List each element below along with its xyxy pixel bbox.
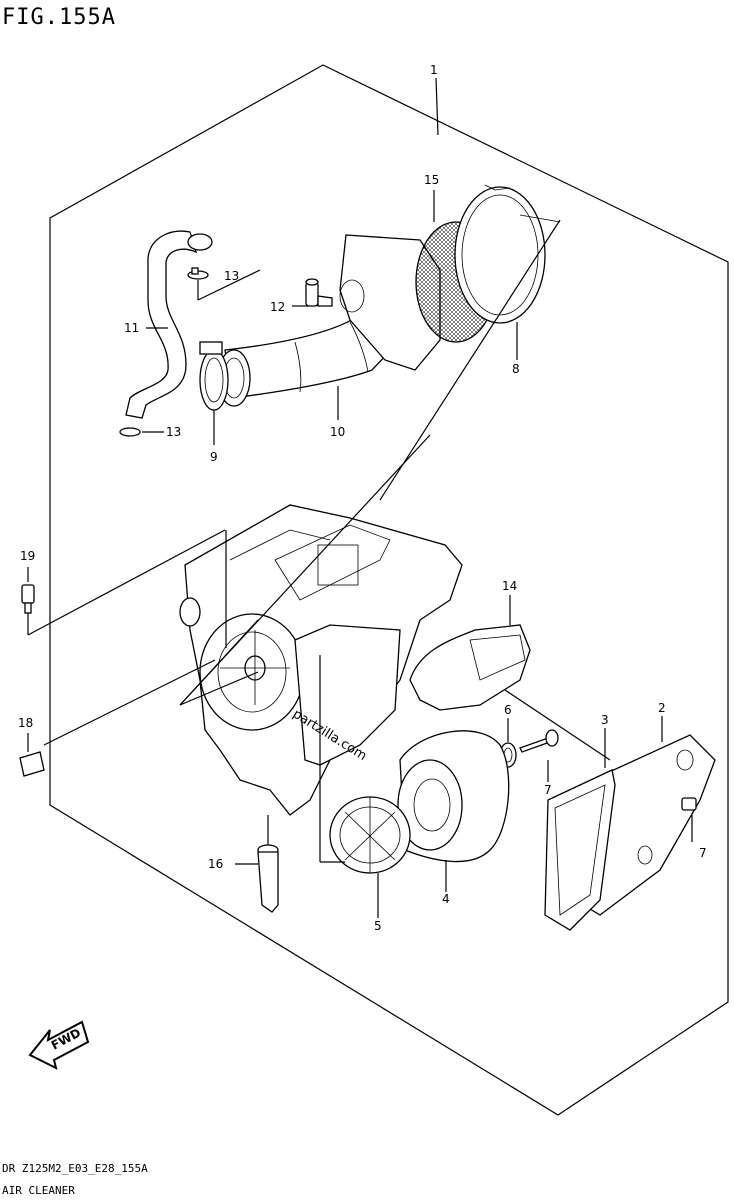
bolt-part-7-lower[interactable] (681, 797, 697, 811)
drain-part-16[interactable] (257, 844, 279, 913)
callout-5: 5 (374, 919, 382, 933)
callout-6: 6 (504, 703, 512, 717)
figure-title: FIG.155A (2, 5, 116, 30)
bolt-part-19[interactable] (21, 584, 35, 614)
callout-9: 9 (210, 450, 218, 464)
callout-16: 16 (208, 857, 223, 871)
callout-7-lower: 7 (699, 846, 707, 860)
gasket-part-3[interactable] (544, 769, 616, 931)
filter-cage-part-5[interactable] (329, 796, 411, 874)
clamp-part-13-upper[interactable] (187, 267, 209, 280)
callout-3: 3 (601, 713, 609, 727)
callout-10: 10 (330, 425, 345, 439)
callout-18: 18 (18, 716, 33, 730)
clip-part-18[interactable] (19, 751, 45, 777)
fwd-arrow-icon: FWD (28, 1020, 90, 1070)
callout-2: 2 (658, 701, 666, 715)
cage-part-8[interactable] (454, 184, 561, 324)
hose-part-11[interactable] (125, 230, 213, 419)
clamp-part-13-lower[interactable] (119, 427, 141, 437)
callout-labels: 1 2 3 4 5 6 7 7 8 9 10 11 12 13 13 14 15… (18, 63, 707, 933)
filter-element-part-4[interactable] (397, 730, 510, 863)
footer-code: DR Z125M2_E03_E28_155A (2, 1162, 148, 1175)
clamp-part-9[interactable] (199, 341, 229, 411)
air-box-part-1[interactable] (179, 504, 463, 816)
snorkel-part-14[interactable] (409, 624, 531, 711)
callout-1: 1 (430, 63, 438, 77)
callout-14: 14 (502, 579, 517, 593)
callout-13-lower: 13 (166, 425, 181, 439)
callout-11: 11 (124, 321, 139, 335)
bolt-part-7-upper[interactable] (519, 729, 559, 753)
callout-13-upper: 13 (224, 269, 239, 283)
callout-15: 15 (424, 173, 439, 187)
footer-name: AIR CLEANER (2, 1184, 75, 1197)
callout-12: 12 (270, 300, 285, 314)
callout-4: 4 (442, 892, 450, 906)
assembly-boundary (49, 64, 729, 1116)
fitting-part-12[interactable] (305, 278, 333, 307)
callout-7-upper: 7 (544, 783, 552, 797)
callout-8: 8 (512, 362, 520, 376)
leader-lines (27, 77, 693, 918)
callout-19: 19 (20, 549, 35, 563)
